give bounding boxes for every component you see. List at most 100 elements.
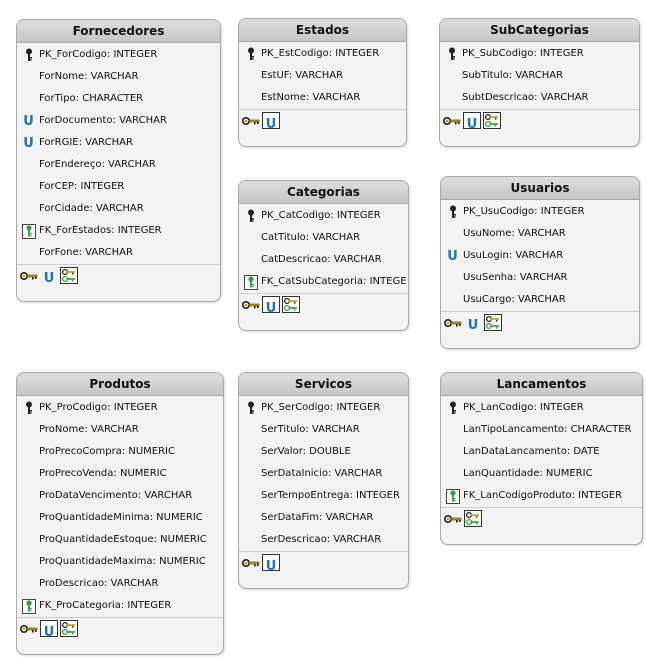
index-key-icon[interactable] bbox=[19, 267, 38, 284]
pk-key-icon bbox=[243, 400, 258, 416]
field-row[interactable]: UsuSenha: VARCHAR bbox=[441, 267, 639, 289]
unique-index-icon[interactable]: U bbox=[262, 554, 280, 574]
field-row[interactable]: SubtDescricao: VARCHAR bbox=[440, 87, 639, 109]
field-row[interactable]: SerTitulo: VARCHAR bbox=[239, 419, 408, 441]
foreign-key-index-icon[interactable] bbox=[60, 620, 78, 637]
field-row[interactable]: ProPrecoCompra: NUMERIC bbox=[17, 441, 223, 463]
field-row[interactable]: ForNome: VARCHAR bbox=[17, 66, 220, 88]
field-row[interactable]: PK_SubCodigo: INTEGER bbox=[440, 43, 639, 65]
fk-key-icon bbox=[21, 223, 36, 239]
field-row[interactable]: ForCidade: VARCHAR bbox=[17, 198, 220, 220]
field-row[interactable]: SerDataInicio: VARCHAR bbox=[239, 463, 408, 485]
unique-index-icon[interactable]: U bbox=[463, 112, 481, 132]
field-row[interactable]: ProDataVencimento: VARCHAR bbox=[17, 485, 223, 507]
field-row[interactable]: SerDescricao: VARCHAR bbox=[239, 529, 408, 551]
field-row[interactable]: SerDataFim: VARCHAR bbox=[239, 507, 408, 529]
field-row[interactable]: CatDescricao: VARCHAR bbox=[239, 249, 408, 271]
field-label: ProDataVencimento: VARCHAR bbox=[39, 490, 193, 501]
unique-index-icon[interactable]: U bbox=[262, 112, 280, 132]
field-row[interactable]: CatTitulo: VARCHAR bbox=[239, 227, 408, 249]
pk-key-icon bbox=[445, 400, 460, 416]
field-row[interactable]: PK_CatCodigo: INTEGER bbox=[239, 205, 408, 227]
unique-index-icon[interactable]: U bbox=[467, 318, 479, 333]
foreign-key-index-icon[interactable] bbox=[484, 314, 502, 331]
index-toolbar: U bbox=[440, 110, 639, 132]
field-row[interactable]: FK_CatSubCategoria: INTEGE bbox=[239, 271, 408, 293]
field-row[interactable]: ForCEP: INTEGER bbox=[17, 176, 220, 198]
field-row[interactable]: SerTempoEntrega: INTEGER bbox=[239, 485, 408, 507]
index-toolbar: U bbox=[239, 294, 408, 316]
field-row[interactable]: PK_EstCodigo: INTEGER bbox=[239, 43, 406, 65]
fk-key-icon bbox=[445, 488, 460, 504]
foreign-key-index-icon[interactable] bbox=[483, 112, 501, 129]
index-key-icon[interactable] bbox=[241, 112, 260, 129]
field-row[interactable]: PK_LanCodigo: INTEGER bbox=[441, 397, 642, 419]
index-toolbar: U bbox=[239, 552, 408, 574]
field-row[interactable]: ProQuantidadeMinima: NUMERIC bbox=[17, 507, 223, 529]
field-row[interactable]: ForEndereço: VARCHAR bbox=[17, 154, 220, 176]
foreign-key-index-icon[interactable] bbox=[60, 267, 78, 284]
field-row[interactable]: EstNome: VARCHAR bbox=[239, 87, 406, 109]
field-row[interactable]: ProPrecoVenda: NUMERIC bbox=[17, 463, 223, 485]
field-row[interactable]: SubTitulo: VARCHAR bbox=[440, 65, 639, 87]
unique-icon: U bbox=[23, 135, 34, 151]
unique-index-icon[interactable]: U bbox=[40, 620, 58, 640]
field-row[interactable]: FK_ForEstados: INTEGER bbox=[17, 220, 220, 242]
index-key-icon[interactable] bbox=[443, 510, 462, 527]
separator bbox=[441, 507, 642, 508]
field-label: SubTitulo: VARCHAR bbox=[462, 70, 564, 81]
field-row[interactable]: LanDataLancamento: DATE bbox=[441, 441, 642, 463]
index-key-icon[interactable] bbox=[442, 112, 461, 129]
separator bbox=[17, 264, 220, 265]
index-key-icon[interactable] bbox=[19, 620, 38, 637]
field-row[interactable]: UsuCargo: VARCHAR bbox=[441, 289, 639, 311]
field-row[interactable]: FK_ProCategoria: INTEGER bbox=[17, 595, 223, 617]
field-row[interactable]: EstUF: VARCHAR bbox=[239, 65, 406, 87]
field-row[interactable]: UsuNome: VARCHAR bbox=[441, 223, 639, 245]
field-row[interactable]: ProQuantidadeMaxima: NUMERIC bbox=[17, 551, 223, 573]
field-row[interactable]: PK_SerCodigo: INTEGER bbox=[239, 397, 408, 419]
index-key-icon[interactable] bbox=[241, 296, 260, 313]
field-row[interactable]: ProQuantidadeEstoque: NUMERIC bbox=[17, 529, 223, 551]
field-label: PK_LanCodigo: INTEGER bbox=[463, 402, 584, 413]
unique-icon: U bbox=[23, 113, 34, 129]
field-label: UsuCargo: VARCHAR bbox=[463, 294, 566, 305]
index-key-icon[interactable] bbox=[443, 314, 462, 331]
field-row[interactable]: ForFone: VARCHAR bbox=[17, 242, 220, 264]
field-row[interactable]: ProDescricao: VARCHAR bbox=[17, 573, 223, 595]
field-row[interactable]: ForTipo: CHARACTER bbox=[17, 88, 220, 110]
field-row[interactable]: PK_ForCodigo: INTEGER bbox=[17, 44, 220, 66]
unique-index-icon[interactable]: U bbox=[262, 296, 280, 316]
field-row[interactable]: LanQuantidade: NUMERIC bbox=[441, 463, 642, 485]
foreign-key-index-icon[interactable] bbox=[464, 510, 482, 527]
entity-title: Servicos bbox=[239, 373, 408, 396]
field-label: ForFone: VARCHAR bbox=[39, 247, 133, 258]
field-row[interactable]: FK_LanCodigoProduto: INTEGER bbox=[441, 485, 642, 507]
unique-index-icon[interactable]: U bbox=[43, 271, 55, 286]
field-row[interactable]: LanTipoLancamento: CHARACTER bbox=[441, 419, 642, 441]
field-row[interactable]: ProNome: VARCHAR bbox=[17, 419, 223, 441]
field-label: FK_CatSubCategoria: INTEGE bbox=[261, 276, 407, 287]
index-key-icon[interactable] bbox=[241, 554, 260, 571]
field-row[interactable]: PK_ProCodigo: INTEGER bbox=[17, 397, 223, 419]
field-row[interactable]: PK_UsuCodigo: INTEGER bbox=[441, 201, 639, 223]
entity-title: Fornecedores bbox=[17, 20, 220, 43]
pk-key-icon bbox=[445, 204, 460, 220]
foreign-key-index-icon[interactable] bbox=[282, 296, 300, 313]
field-row[interactable]: SerValor: DOUBLE bbox=[239, 441, 408, 463]
field-label: ForTipo: CHARACTER bbox=[39, 93, 144, 104]
field-label: SerDescricao: VARCHAR bbox=[261, 534, 382, 545]
